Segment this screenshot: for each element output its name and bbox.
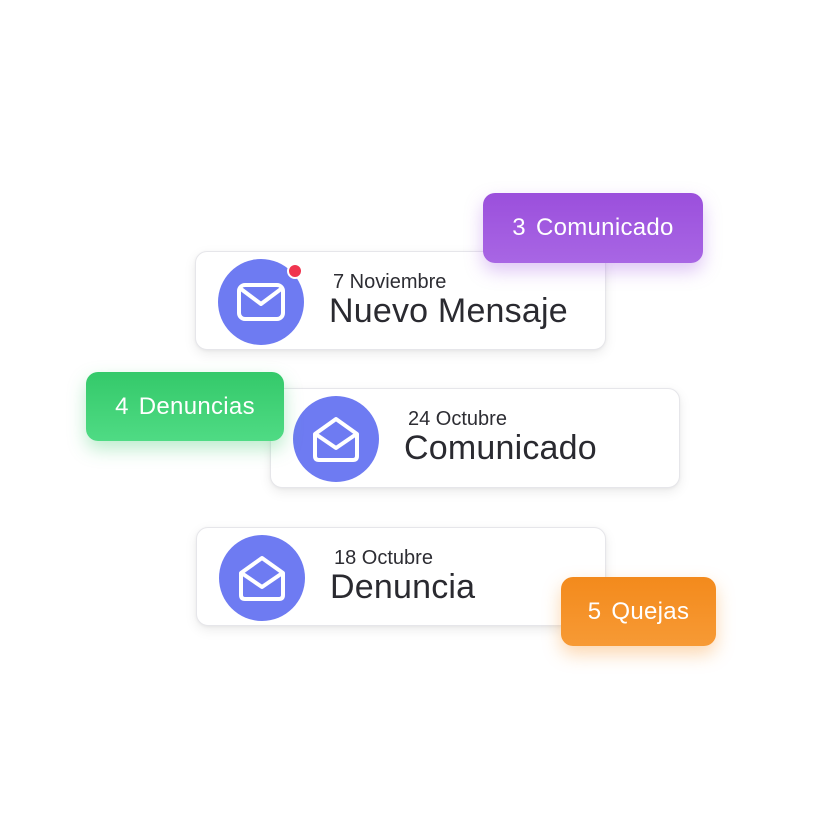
envelope-open-icon bbox=[239, 556, 285, 601]
unread-dot bbox=[287, 263, 303, 279]
envelope-avatar bbox=[219, 535, 305, 621]
badge-count: 5 bbox=[587, 597, 602, 625]
badge-count: 3 bbox=[512, 214, 526, 241]
badge-count: 4 bbox=[115, 392, 129, 420]
notification-card-nuevo-mensaje[interactable]: 7 Noviembre Nuevo Mensaje bbox=[195, 251, 606, 350]
envelope-avatar bbox=[293, 396, 379, 482]
badge-label: Comunicado bbox=[535, 214, 674, 241]
badge-label: Quejas bbox=[611, 597, 690, 625]
envelope-closed-icon bbox=[237, 283, 285, 321]
notification-card-comunicado[interactable]: 24 Octubre Comunicado bbox=[270, 388, 680, 488]
badge-label: Denuncias bbox=[138, 392, 255, 420]
notification-date: 18 Octubre bbox=[334, 547, 433, 569]
notification-title: Nuevo Mensaje bbox=[329, 292, 568, 330]
notification-date: 24 Octubre bbox=[408, 408, 507, 430]
notification-card-denuncia[interactable]: 18 Octubre Denuncia bbox=[196, 527, 606, 626]
envelope-avatar bbox=[218, 259, 304, 345]
notification-title: Comunicado bbox=[404, 429, 597, 467]
badge-denuncias[interactable]: 4 Denuncias bbox=[86, 372, 284, 441]
badge-comunicado[interactable]: 3 Comunicado bbox=[483, 193, 703, 263]
notification-title: Denuncia bbox=[330, 568, 476, 606]
badge-quejas[interactable]: 5 Quejas bbox=[561, 577, 716, 646]
notification-date: 7 Noviembre bbox=[333, 271, 447, 293]
envelope-open-icon bbox=[313, 417, 359, 462]
